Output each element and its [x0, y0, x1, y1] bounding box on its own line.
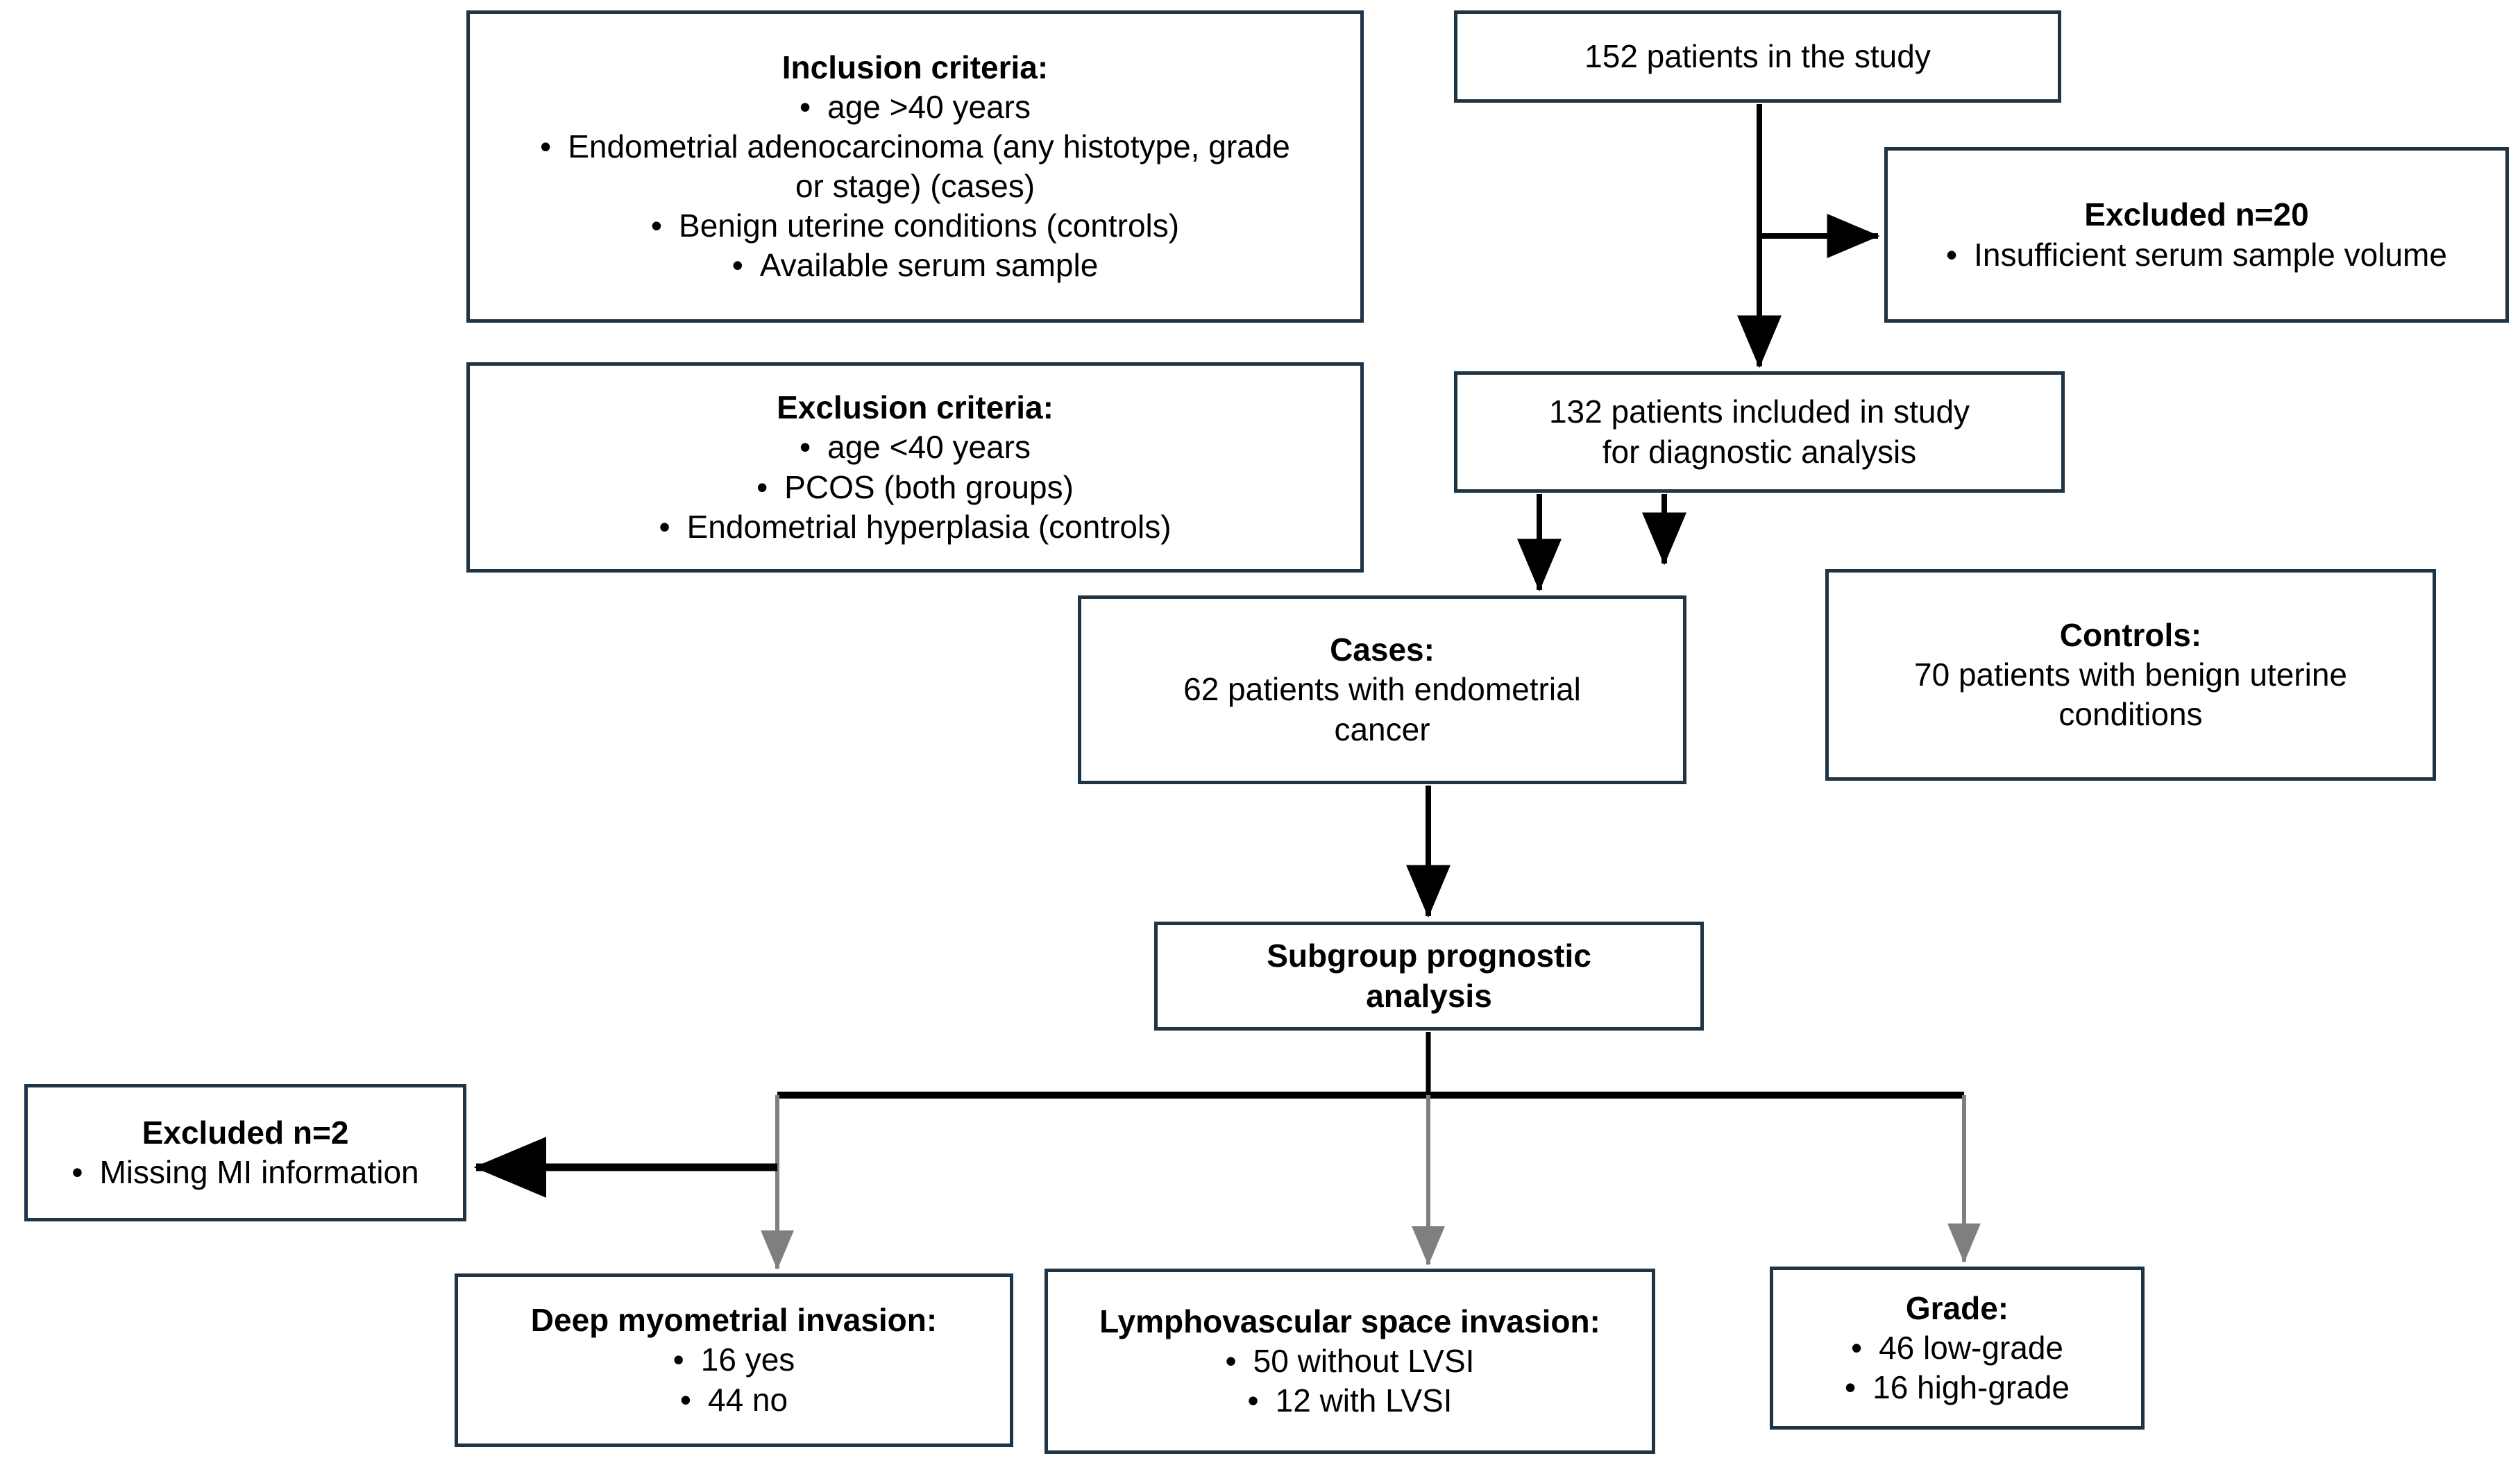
exclusion-criteria-list: age <40 years PCOS (both groups) Endomet…: [659, 427, 1172, 547]
excluded-2-heading: Excluded n=2: [142, 1114, 349, 1151]
excluded-20-heading: Excluded n=20: [2084, 196, 2309, 233]
deep-myometrial-invasion-list: 16 yes 44 no: [673, 1340, 795, 1419]
node-grade[interactable]: Grade: 46 low-grade 16 high-grade: [1770, 1267, 2145, 1430]
list-item: PCOS (both groups): [659, 468, 1171, 507]
cases-line2: cancer: [1334, 711, 1430, 747]
exclusion-criteria-heading: Exclusion criteria:: [777, 389, 1054, 426]
node-deep-myometrial-invasion[interactable]: Deep myometrial invasion: 16 yes 44 no: [455, 1273, 1013, 1447]
list-item: Available serum sample: [489, 246, 1341, 285]
controls-heading: Controls:: [2059, 616, 2202, 653]
included-132-line1: 132 patients included in study: [1548, 393, 1970, 430]
controls-line2: conditions: [2058, 696, 2203, 733]
grade-heading: Grade:: [1905, 1289, 2009, 1326]
list-item: age >40 years: [489, 87, 1341, 127]
list-item: 46 low-grade: [1845, 1328, 2070, 1368]
list-item: 12 with LVSI: [1226, 1381, 1475, 1421]
list-item: 50 without LVSI: [1226, 1341, 1475, 1381]
node-inclusion-criteria[interactable]: Inclusion criteria: age >40 years Endome…: [466, 10, 1364, 323]
node-controls[interactable]: Controls: 70 patients with benign uterin…: [1825, 569, 2436, 781]
node-cases[interactable]: Cases: 62 patients with endometrial canc…: [1078, 595, 1686, 784]
inclusion-criteria-list: age >40 years Endometrial adenocarcinoma…: [489, 87, 1341, 285]
list-item: Missing MI information: [44, 1153, 446, 1192]
list-item: Benign uterine conditions (controls): [489, 206, 1341, 246]
total-patients-line: 152 patients in the study: [1584, 37, 1931, 74]
subgroup-line2: analysis: [1366, 977, 1492, 1014]
node-lymphovascular-space-invasion[interactable]: Lymphovascular space invasion: 50 withou…: [1045, 1269, 1655, 1454]
node-exclusion-criteria[interactable]: Exclusion criteria: age <40 years PCOS (…: [466, 362, 1364, 573]
lymphovascular-space-invasion-heading: Lymphovascular space invasion:: [1099, 1303, 1600, 1339]
node-included-132[interactable]: 132 patients included in study for diagn…: [1454, 371, 2065, 493]
list-item: Insufficient serum sample volume: [1939, 235, 2454, 275]
node-total-patients[interactable]: 152 patients in the study: [1454, 10, 2061, 103]
node-excluded-2[interactable]: Excluded n=2 Missing MI information: [24, 1084, 466, 1221]
inclusion-criteria-heading: Inclusion criteria:: [781, 49, 1049, 85]
list-item: 16 high-grade: [1845, 1368, 2070, 1407]
list-item: 44 no: [673, 1380, 795, 1420]
lymphovascular-space-invasion-list: 50 without LVSI 12 with LVSI: [1226, 1341, 1475, 1421]
subgroup-line1: Subgroup prognostic: [1267, 938, 1591, 974]
list-item: 16 yes: [673, 1340, 795, 1380]
included-132-line2: for diagnostic analysis: [1602, 433, 1917, 470]
list-item: Endometrial hyperplasia (controls): [659, 507, 1172, 547]
deep-myometrial-invasion-heading: Deep myometrial invasion:: [530, 1302, 938, 1339]
controls-line1: 70 patients with benign uterine: [1914, 656, 2347, 693]
list-item: Endometrial adenocarcinoma (any histotyp…: [489, 127, 1341, 206]
excluded-2-list: Missing MI information: [44, 1153, 446, 1192]
cases-heading: Cases:: [1330, 632, 1435, 668]
grade-list: 46 low-grade 16 high-grade: [1845, 1328, 2070, 1407]
node-excluded-20[interactable]: Excluded n=20 Insufficient serum sample …: [1884, 147, 2509, 323]
excluded-20-list: Insufficient serum sample volume: [1939, 235, 2454, 275]
list-item: age <40 years: [659, 427, 1171, 467]
node-subgroup-analysis[interactable]: Subgroup prognostic analysis: [1154, 922, 1704, 1031]
cases-line1: 62 patients with endometrial: [1183, 671, 1581, 708]
